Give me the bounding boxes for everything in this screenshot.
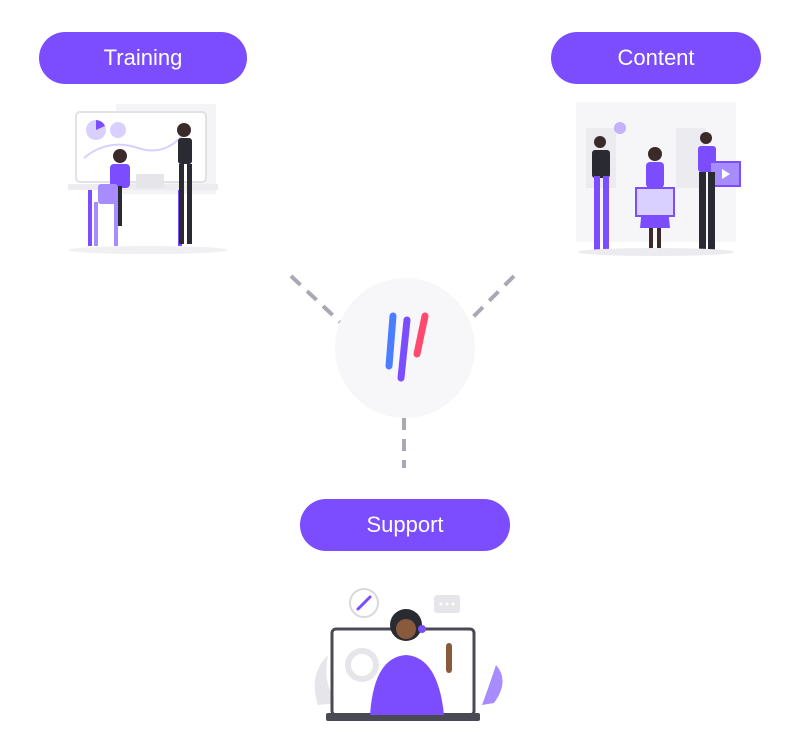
connector-content [470,274,516,320]
training-pill[interactable]: Training [39,32,247,84]
content-illustration [576,102,741,256]
support-pill[interactable]: Support [300,499,510,551]
support-label: Support [366,512,444,537]
support-illustration [314,588,503,721]
connector-training [289,274,342,324]
hub-circle [335,278,475,418]
content-label: Content [617,45,695,70]
training-illustration [68,104,228,254]
training-label: Training [103,45,183,70]
brand-logo [385,312,429,382]
content-pill[interactable]: Content [551,32,761,84]
